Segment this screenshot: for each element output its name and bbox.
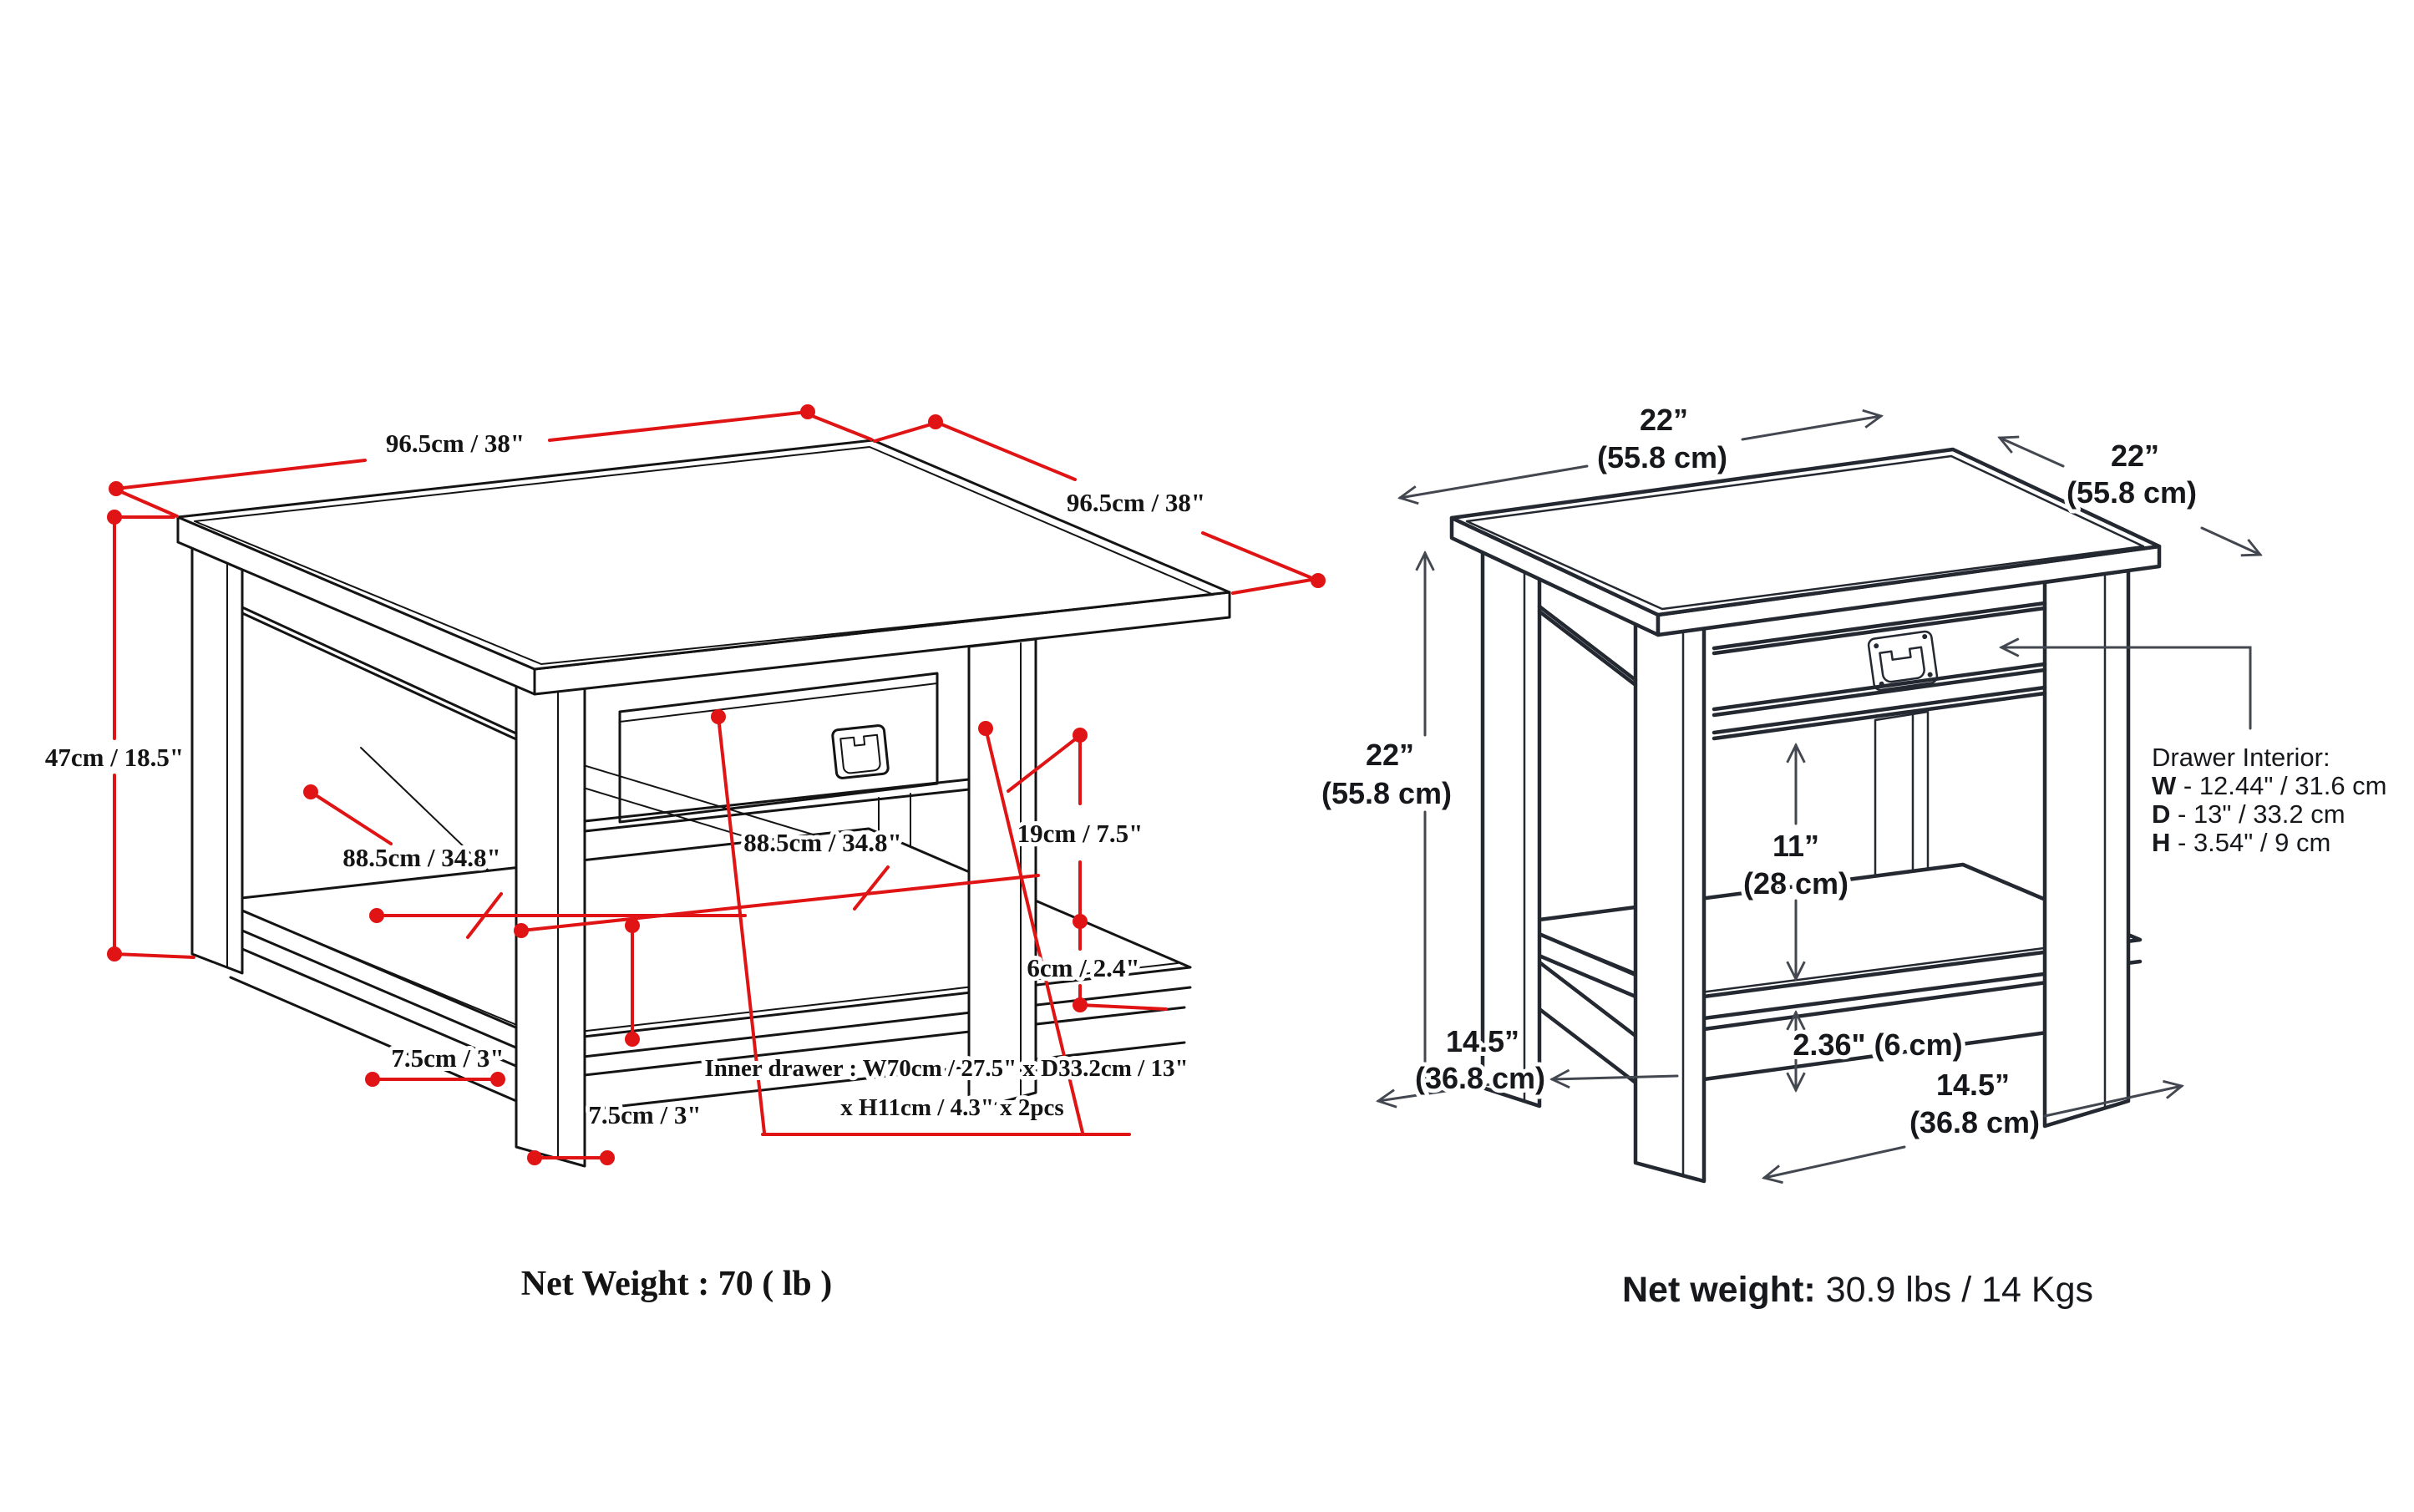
label-inner-drawer-1: Inner drawer : W70cm / 27.5" x D33.2cm /… xyxy=(704,1055,1188,1082)
front-leg xyxy=(1633,622,1707,1184)
end-table-drawing xyxy=(1449,447,2162,1184)
dim-top-right-b xyxy=(2200,526,2260,555)
dim-shelf-right-line xyxy=(520,865,1040,932)
drawer-bottom-edge xyxy=(1712,662,2047,718)
dim-inner-drawer-leaders xyxy=(717,715,1131,1136)
label-net-weight-right: Net weight: 30.9 lbs / 14 Kgs xyxy=(1622,1270,2093,1310)
drawer-handle-icon xyxy=(831,724,890,779)
dim-shelf-left-leader xyxy=(309,790,393,845)
end-table-dimensions: 22” (55.8 cm) 22” (55.8 cm) 22” (55.8 cm… xyxy=(1317,398,2391,1314)
drawer-handle-icon xyxy=(1867,630,1939,692)
label-shelf-thickness: 6cm / 2.4" xyxy=(1027,953,1139,982)
label-height-cm: (55.8 cm) xyxy=(1321,776,1452,810)
dimension-dots xyxy=(107,404,1326,1165)
right-leg xyxy=(967,637,1037,1113)
dim-top-left-line xyxy=(114,410,809,490)
dim-leg-right-b xyxy=(2043,1086,2182,1118)
label-height-in: 22” xyxy=(1366,738,1414,772)
side-apron xyxy=(241,606,518,741)
label-inner-drawer-2: x H11cm / 4.3" x 2pcs xyxy=(840,1094,1063,1121)
drawer-interior-title: Drawer Interior: xyxy=(2152,743,2330,772)
label-top-right-in: 22” xyxy=(2111,439,2159,473)
tabletop xyxy=(176,439,1231,671)
dim-leg-left-b xyxy=(1552,1076,1679,1079)
drawer-interior-h: H - 3.54" / 9 cm xyxy=(2152,828,2330,857)
front-apron-bottom xyxy=(1712,685,2047,741)
label-top-right-edge: 96.5cm / 38" xyxy=(1067,488,1205,517)
tabletop-inner-line xyxy=(194,446,1215,665)
dim-top-left-a xyxy=(1400,464,1589,498)
left-leg xyxy=(190,546,244,975)
back-leg-line xyxy=(1874,710,1930,947)
coffee-table-dimensions: 96.5cm / 38" 96.5cm / 38" 47cm / 18.5" 8… xyxy=(41,404,1326,1307)
label-leg-front: 7.5cm / 3" xyxy=(588,1100,701,1129)
label-clearance-in: 11” xyxy=(1772,829,1819,863)
label-leg-left-in: 14.5” xyxy=(1446,1024,1519,1058)
front-bottom-rail xyxy=(1701,977,2074,1082)
drawer-interior-w: W - 12.44" / 31.6 cm xyxy=(2152,771,2387,800)
right-leg xyxy=(2042,568,2131,1129)
label-top-left-cm: (55.8 cm) xyxy=(1597,440,1727,474)
dim-height-leaders xyxy=(113,515,195,959)
side-bottom-rail xyxy=(1537,960,1638,1085)
tabletop-inner-line xyxy=(1465,454,2145,611)
label-apron-height: 19cm / 7.5" xyxy=(1017,819,1144,848)
drawer-interior-d: D - 13" / 33.2 cm xyxy=(2152,799,2346,829)
label-net-weight-left: Net Weight : 70 ( lb ) xyxy=(521,1265,833,1303)
label-top-left-in: 22” xyxy=(1640,403,1688,437)
dim-apron-height-leader xyxy=(1007,735,1080,793)
label-leg-side: 7.5cm / 3" xyxy=(391,1043,504,1073)
coffee-table-drawing xyxy=(176,439,1231,1168)
dim-shelf-left-line xyxy=(375,892,747,939)
left-leg xyxy=(1480,545,1542,1109)
dim-top-left-b xyxy=(1741,416,1881,441)
tabletop xyxy=(1449,447,2162,617)
label-top-left-edge: 96.5cm / 38" xyxy=(386,429,525,458)
label-height: 47cm / 18.5" xyxy=(45,743,184,772)
label-leg-right-in: 14.5” xyxy=(1936,1068,2010,1102)
dim-top-left-leaders xyxy=(116,412,873,518)
shelf-top xyxy=(217,827,1192,1043)
dim-top-right-leaders xyxy=(873,422,1318,595)
label-rail-height: 2.36" (6 cm) xyxy=(1793,1027,1962,1062)
drawer-front-edge xyxy=(619,682,938,723)
side-apron xyxy=(1537,604,1638,688)
dim-leg-right-a xyxy=(1764,1145,1906,1178)
label-shelf-right: 88.5cm / 34.8" xyxy=(743,828,901,857)
dim-top-right-line xyxy=(934,420,1320,582)
label-shelf-left: 88.5cm / 34.8" xyxy=(342,843,500,872)
dim-leg-left-a xyxy=(1378,1081,1504,1101)
drawer-interior-leader xyxy=(2001,647,2252,730)
label-top-right-cm: (55.8 cm) xyxy=(2067,475,2197,510)
label-leg-right-cm: (36.8 cm) xyxy=(1909,1105,2040,1139)
dim-top-right-a xyxy=(2000,438,2065,468)
label-leg-left-cm: (36.8 cm) xyxy=(1415,1061,1545,1095)
label-clearance-cm: (28 cm) xyxy=(1743,866,1849,901)
drawer-top-edge xyxy=(1712,601,2047,656)
drawer-front xyxy=(618,672,939,824)
